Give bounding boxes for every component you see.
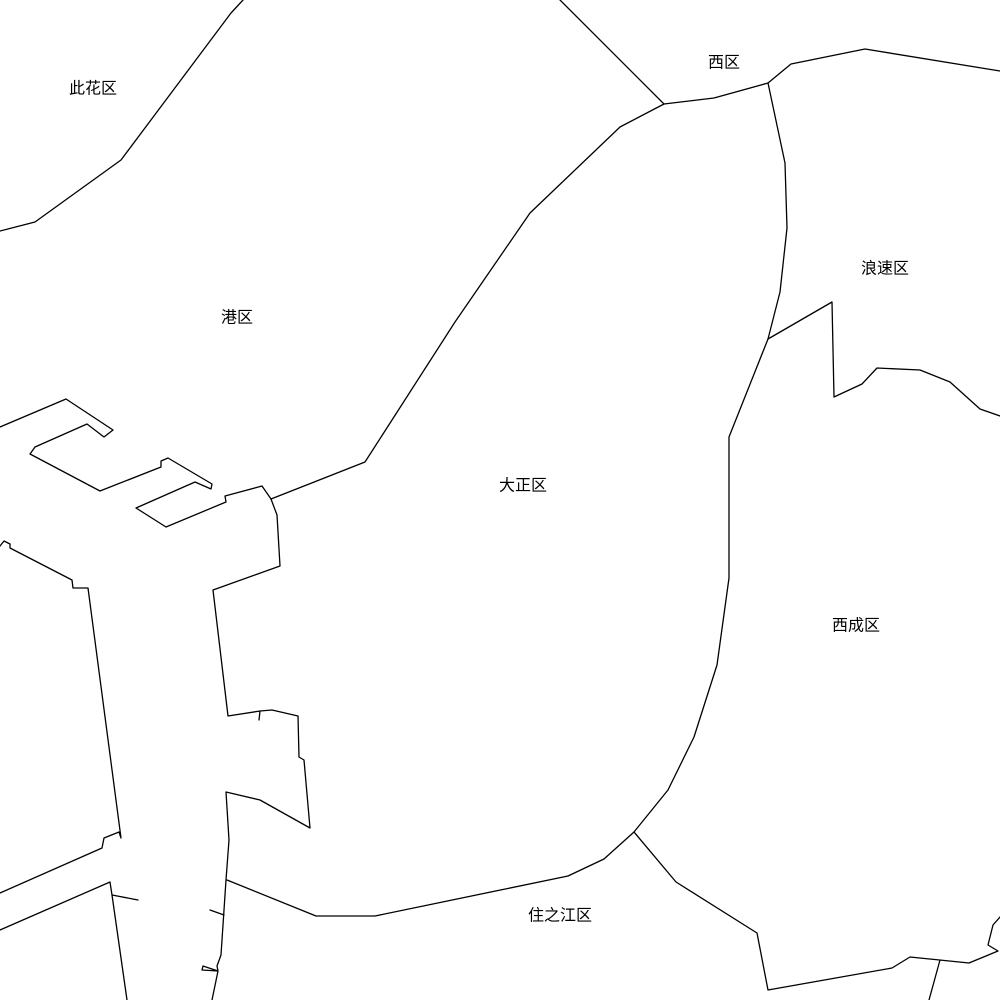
boundary-minato-taisho <box>270 103 665 500</box>
boundary-konohana-minato <box>0 0 244 232</box>
ward-label-suminoe: 住之江区 <box>528 906 592 925</box>
ward-label-minato: 港区 <box>221 308 253 327</box>
coastline-taisho-west <box>0 398 272 528</box>
ward-label-taisho: 大正区 <box>499 476 547 495</box>
boundary-nishi-south <box>663 48 1000 105</box>
boundary-naniwa-nishinari <box>767 301 1000 417</box>
boundary-minato-nishi <box>559 0 665 105</box>
coastline-west-island <box>0 540 122 894</box>
boundary-suminoe-east <box>928 959 941 1000</box>
ward-label-nishinari: 西成区 <box>832 616 880 635</box>
pier-tick-1 <box>209 909 225 916</box>
coastline-taisho-south <box>201 498 311 1000</box>
boundary-nishinari-suminoe <box>633 831 1000 991</box>
ward-label-naniwa: 浪速区 <box>861 259 909 278</box>
boundary-taisho-east <box>226 82 788 917</box>
ward-label-konohana: 此花区 <box>69 79 117 98</box>
ward-labels: 此花区 西区 浪速区 港区 大正区 西成区 住之江区 <box>69 53 909 925</box>
ward-label-nishi: 西区 <box>708 53 740 72</box>
coastline-southwest <box>0 881 139 1000</box>
